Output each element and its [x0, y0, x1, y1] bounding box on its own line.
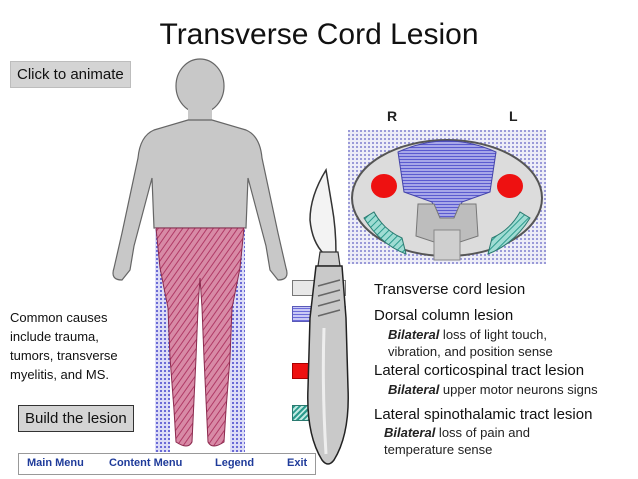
legend-corticospinal-title: Lateral corticospinal tract lesion: [374, 362, 585, 379]
page-title: Transverse Cord Lesion: [159, 18, 479, 51]
legend-dorsal-title: Dorsal column lesion: [374, 307, 514, 324]
legend-dorsal-line2: vibration, and position sense: [388, 344, 553, 359]
left-side-label: L: [509, 108, 518, 124]
right-side-label: R: [387, 108, 398, 124]
legend-transverse-title: Transverse cord lesion: [374, 281, 526, 298]
legend-corticospinal-line1: upper motor neurons signs: [439, 382, 598, 397]
legend-corticospinal-bold: Bilateral: [388, 382, 440, 397]
build-lesion-button[interactable]: Build the lesion: [18, 405, 134, 432]
legend-dorsal-bold: Bilateral: [388, 327, 440, 342]
body-figure-illustration: [112, 58, 288, 452]
content-menu-link[interactable]: Content Menu: [109, 457, 183, 469]
legend-spinothalamic-title: Lateral spinothalamic tract lesion: [374, 406, 593, 423]
legend-dorsal-line1: loss of light touch,: [439, 327, 547, 342]
main-menu-link[interactable]: Main Menu: [27, 457, 84, 469]
legend-link[interactable]: Legend: [215, 457, 255, 469]
spinal-cord-cross-section: [348, 130, 546, 264]
bottom-menu-bar: Main Menu Content Menu Legend Exit: [18, 453, 316, 475]
causes-line: Common causes: [10, 310, 108, 325]
legend-spinothalamic-desc: Bilateral loss of pain and temperature s…: [384, 424, 530, 458]
causes-text: Common causes include trauma, tumors, tr…: [10, 308, 118, 384]
animate-button[interactable]: Click to animate: [10, 61, 131, 88]
legend-dorsal-desc: Bilateral loss of light touch, vibration…: [388, 326, 553, 360]
legend-corticospinal-desc: Bilateral upper motor neurons signs: [388, 381, 598, 398]
legend-spinothalamic-line2: temperature sense: [384, 442, 493, 457]
causes-line: tumors, transverse: [10, 348, 118, 363]
legend-spinothalamic-line1: loss of pain and: [435, 425, 530, 440]
causes-line: include trauma,: [10, 329, 99, 344]
legend-spinothalamic-bold: Bilateral: [384, 425, 436, 440]
scalpel-icon: [307, 168, 349, 465]
exit-link[interactable]: Exit: [287, 457, 308, 469]
causes-line: myelitis, and MS.: [10, 367, 109, 382]
